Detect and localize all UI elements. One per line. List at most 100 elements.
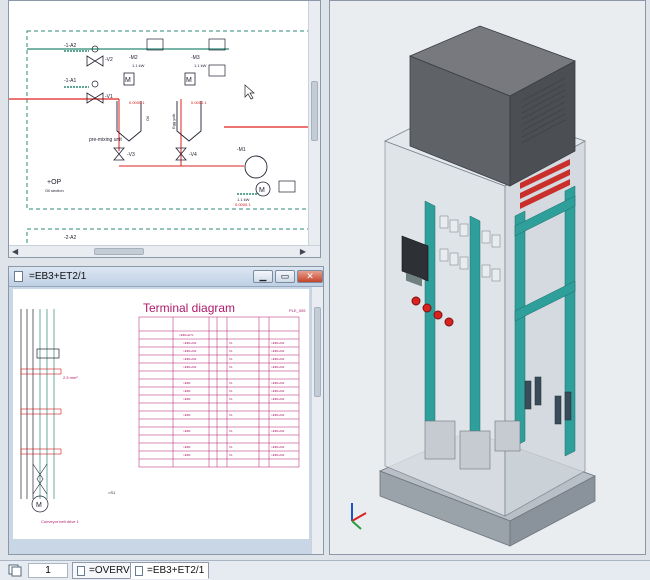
svg-text:0.0000.1: 0.0000.1 [235, 202, 251, 207]
terminal-vertical-scrollbar[interactable] [311, 287, 323, 554]
valve-v4-icon [175, 147, 187, 161]
document-icon [14, 271, 23, 282]
section-boundary-2 [26, 228, 309, 246]
label-m2: -M2 [129, 55, 138, 61]
terminal-ref-code: PLE_005 [289, 308, 306, 313]
svg-text:=EB3: =EB3 [183, 397, 191, 401]
breaker-row [439, 215, 501, 282]
window-titlebar[interactable]: =EB3+ET2/1 ▁ ▭ ✕ [9, 267, 323, 287]
mounting-rail-2 [469, 215, 481, 442]
svg-text:=EB3: =EB3 [183, 429, 191, 433]
minimize-button[interactable]: ▁ [253, 270, 273, 283]
svg-text:=EB3+ET1: =EB3+ET1 [179, 333, 194, 337]
svg-text:=EB3+M2: =EB3+M2 [271, 357, 285, 361]
pid-vertical-scrollbar[interactable] [308, 1, 320, 246]
mounting-rail-1 [424, 200, 436, 427]
axis-y-icon [351, 520, 362, 530]
busbar-2 [520, 169, 570, 199]
svg-text:=EB3: =EB3 [183, 413, 191, 417]
svg-text:=EB3+M2: =EB3+M2 [271, 341, 285, 345]
svg-text:X1: X1 [229, 365, 233, 369]
red-button-1 [411, 296, 421, 306]
svg-text:M: M [259, 187, 265, 194]
svg-text:=EB3+M2: =EB3+M2 [271, 381, 285, 385]
cabinet-3d-view[interactable] [329, 0, 646, 555]
svg-text:=EB3+M2: =EB3+M2 [183, 349, 197, 353]
svg-text:=EB3+M2: =EB3+M2 [271, 453, 285, 457]
svg-text:X1: X1 [229, 397, 233, 401]
sheet-doc-icon [77, 566, 85, 576]
svg-text:X1: X1 [229, 341, 233, 345]
busbar-1 [520, 159, 570, 189]
svg-text:=EB3: =EB3 [183, 453, 191, 457]
red-button-4 [444, 317, 454, 327]
svg-text:0.0000.1: 0.0000.1 [191, 100, 207, 105]
cabinet-3d-canvas[interactable] [330, 1, 646, 555]
pid-horizontal-scrollbar[interactable]: ◀ ▶ [9, 245, 320, 257]
busbar-3 [520, 179, 570, 209]
svg-text:X1: X1 [229, 381, 233, 385]
svg-text:X1: X1 [229, 429, 233, 433]
mounting-rail-3 [514, 210, 526, 447]
status-bar: 1 =OVERVI... =EB3+ET2/1 [0, 560, 650, 580]
pump-icon [244, 155, 268, 179]
svg-text:=EB3+M2: =EB3+M2 [183, 365, 197, 369]
svg-text:=EB3+M2: =EB3+M2 [271, 429, 285, 433]
label-v3: -V3 [127, 152, 135, 158]
label-kw-m2: 1.1 kW [132, 63, 145, 68]
svg-text:=EB3+M2: =EB3+M2 [271, 349, 285, 353]
terminal-diagram-title: Terminal diagram [143, 301, 236, 315]
cooling-unit-top [408, 25, 576, 97]
pid-schematic-canvas[interactable]: M M M -1-A2 -1-A1 -M2 -M3 -V2 -V1 -V3 -V… [9, 1, 309, 246]
wire-size-label: 2.5 mm² [63, 375, 78, 380]
red-button-2 [422, 303, 432, 313]
contactor-block-icon [36, 348, 60, 359]
svg-text:X1: X1 [229, 453, 233, 457]
label-m1: -M1 [237, 147, 246, 153]
oil-section-boundary [26, 30, 309, 210]
label-oil: Oil [145, 116, 150, 121]
svg-text:X1: X1 [229, 349, 233, 353]
axis-x-icon [351, 512, 367, 522]
svg-text:=EB3: =EB3 [183, 381, 191, 385]
tank-oil-icon [116, 101, 142, 142]
svg-text:=EB3+M2: =EB3+M2 [271, 397, 285, 401]
svg-text:=EB3+M2: =EB3+M2 [183, 341, 197, 345]
svg-text:=EB3: =EB3 [183, 445, 191, 449]
svg-text:=EB3+M2: =EB3+M2 [271, 365, 285, 369]
tab-overview-label: =OVERVI... [89, 565, 141, 576]
svg-text:0.0000.1: 0.0000.1 [129, 100, 145, 105]
page-navigator-icon[interactable] [8, 564, 22, 577]
svg-text:X1: X1 [229, 413, 233, 417]
motor-symbol-icon [31, 495, 49, 513]
device-symbol-1-icon [146, 38, 164, 51]
drive-caption: Conveyor belt drive 1 [41, 519, 80, 524]
label-a2b: -2-A2 [64, 235, 76, 241]
close-button[interactable]: ✕ [297, 270, 323, 283]
label-oil-section: Oil section [45, 188, 64, 193]
label-v1: -V1 [105, 94, 113, 100]
svg-text:M: M [125, 77, 131, 84]
operator-panel [401, 235, 429, 282]
motor-m3-icon [184, 72, 196, 86]
pid-schematic-pane[interactable]: M M M -1-A2 -1-A1 -M2 -M3 -V2 -V1 -V3 -V… [8, 0, 321, 258]
valve-v2-icon [86, 55, 104, 67]
label-premix: pre-mixing unit [89, 137, 122, 143]
red-button-3 [433, 310, 443, 320]
label-v4: -V4 [189, 152, 197, 158]
page-number-field[interactable]: 1 [28, 563, 68, 578]
terminal-diagram-window[interactable]: =EB3+ET2/1 ▁ ▭ ✕ M 2.5 mm² Conveyor belt… [8, 266, 324, 555]
motor-m2-icon [123, 72, 135, 86]
tab-terminal[interactable]: =EB3+ET2/1 [130, 562, 210, 579]
drive-note: =S1 [108, 490, 116, 495]
maximize-button[interactable]: ▭ [275, 270, 295, 283]
svg-text:=EB3+M2: =EB3+M2 [183, 357, 197, 361]
svg-text:=EB3+M2: =EB3+M2 [271, 389, 285, 393]
sheet-doc-icon [135, 566, 143, 576]
label-v2: -V2 [105, 57, 113, 63]
svg-text:X1: X1 [229, 357, 233, 361]
tab-overview[interactable]: =OVERVI... [72, 562, 146, 579]
terminal-sheet[interactable]: M 2.5 mm² Conveyor belt drive 1 =S1 [13, 289, 309, 539]
tab-terminal-label: =EB3+ET2/1 [147, 565, 205, 576]
device-symbol-2-icon [208, 38, 226, 51]
